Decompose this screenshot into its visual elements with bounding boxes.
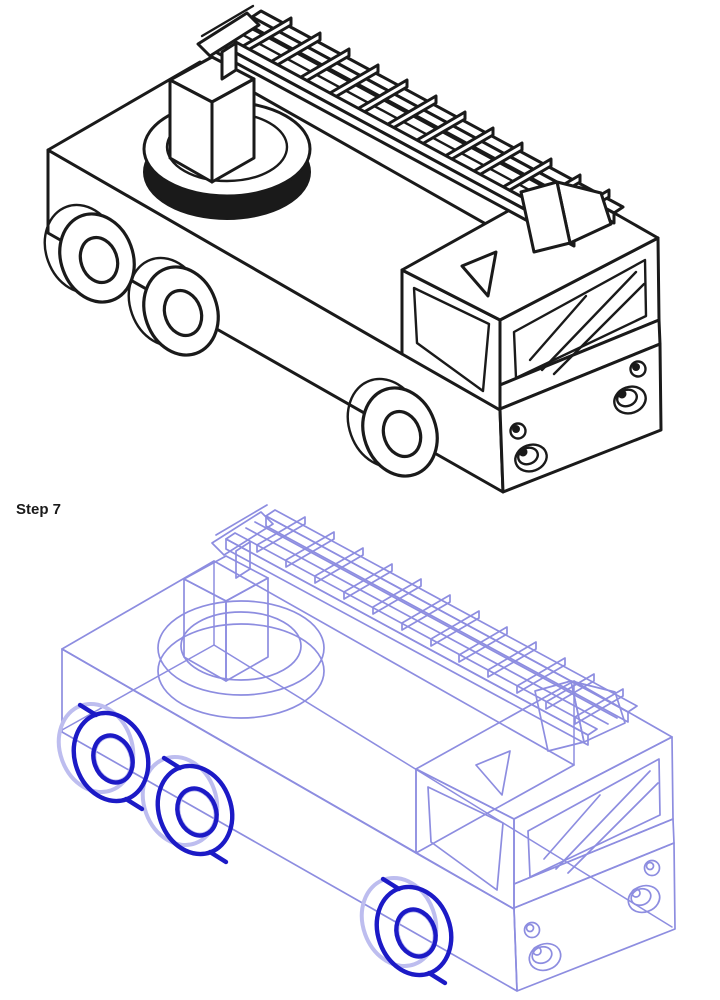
reference-truck-illustration xyxy=(43,4,663,494)
highlight-front-wheel xyxy=(374,876,454,986)
highlighted-wheels xyxy=(71,702,454,986)
step-7-drawing-panel xyxy=(0,497,720,1000)
ladder-tip-plate xyxy=(211,511,274,556)
side-window xyxy=(412,286,491,393)
wheels xyxy=(43,203,439,478)
ladder-rest-wedge xyxy=(460,180,613,298)
windshield xyxy=(527,758,661,878)
side-window xyxy=(427,786,504,891)
front-wheel xyxy=(346,377,439,478)
ladder-tip-plate xyxy=(196,11,261,58)
highlight-rear-wheel-2 xyxy=(155,755,235,865)
rear-wheel-1 xyxy=(43,203,136,304)
headlights xyxy=(509,360,647,473)
cab xyxy=(400,180,663,494)
step-label: Step 7 xyxy=(16,501,62,518)
aerial-ladder xyxy=(196,4,625,248)
truck-body xyxy=(61,560,575,992)
rear-wheel-2 xyxy=(127,256,220,357)
highlight-rear-wheel-1 xyxy=(71,702,151,812)
fire-truck-shape xyxy=(43,4,663,494)
headlights xyxy=(523,859,661,972)
step-7-truck-illustration xyxy=(56,504,676,992)
cab xyxy=(415,680,676,992)
windshield xyxy=(512,258,648,380)
ladder-pedestal xyxy=(183,555,269,682)
fire-truck-shape xyxy=(56,504,676,992)
aerial-ladder xyxy=(211,504,638,746)
ladder-turntable xyxy=(157,600,325,719)
ladder-rest-wedge xyxy=(475,680,626,796)
ladder-pedestal xyxy=(168,55,256,184)
reference-drawing-panel xyxy=(43,4,663,494)
